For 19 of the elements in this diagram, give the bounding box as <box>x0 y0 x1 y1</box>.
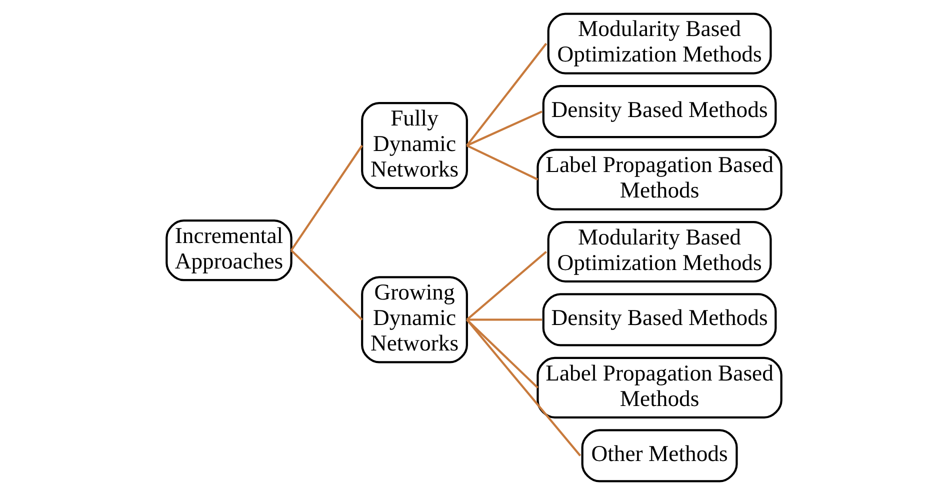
node-box: Density Based Methods <box>542 293 777 346</box>
connector <box>466 110 542 146</box>
connector <box>466 250 547 321</box>
node-box: Modularity Based Optimization Methods <box>547 12 772 74</box>
connector <box>466 318 542 321</box>
node-box: Fully Dynamic Networks <box>361 102 468 190</box>
connector <box>290 250 363 320</box>
connector <box>466 42 548 146</box>
node-box: Density Based Methods <box>542 84 777 138</box>
node-box: Label Propagation Based Methods <box>536 148 782 210</box>
node-box: Label Propagation Based Methods <box>536 356 782 419</box>
connector <box>466 318 538 388</box>
connector <box>466 319 582 456</box>
node-box: Growing Dynamic Networks <box>361 276 468 364</box>
connector <box>290 144 363 251</box>
node-box: Other Methods <box>581 429 738 482</box>
connector <box>466 144 538 180</box>
node-box: Modularity Based Optimization Methods <box>547 220 772 283</box>
node-box: Incremental Approaches <box>166 220 292 282</box>
